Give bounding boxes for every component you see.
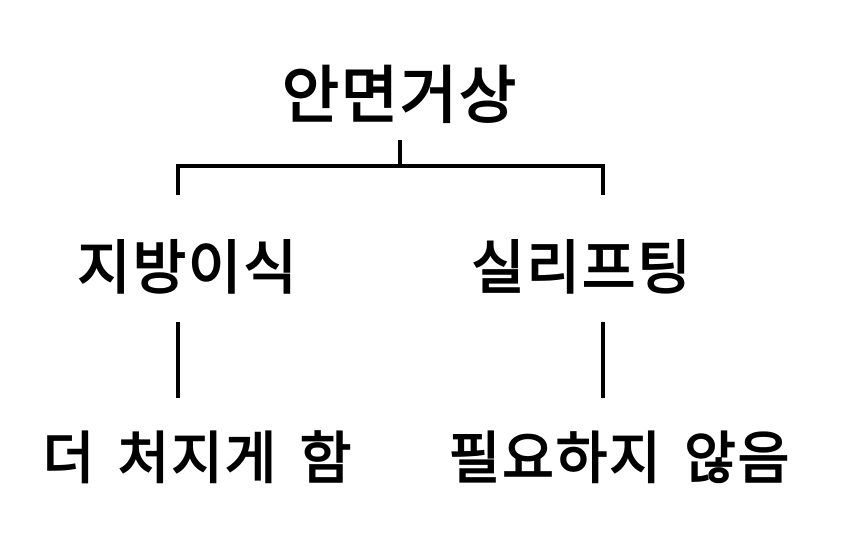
root-node: 안면거상 bbox=[281, 59, 519, 132]
right-outcome-node: 필요하지 않음 bbox=[448, 427, 792, 492]
left-outcome-node: 더 처지게 함 bbox=[42, 427, 354, 492]
left-branch-node: 지방이식 bbox=[77, 234, 299, 302]
right-branch-node: 실리프팅 bbox=[471, 234, 693, 302]
